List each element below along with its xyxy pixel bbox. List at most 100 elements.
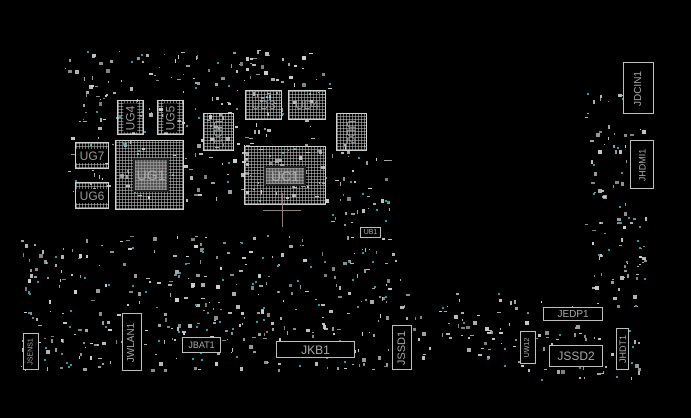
pad [208, 69, 211, 73]
via [348, 260, 351, 263]
pad [37, 324, 42, 326]
pad [601, 373, 605, 375]
pad [217, 351, 221, 356]
pad [509, 322, 511, 326]
via [235, 356, 238, 359]
chip-ud3[interactable]: UD3 [245, 90, 282, 120]
chip-ud1[interactable]: UD1 [203, 113, 234, 151]
chip-uc1[interactable]: UC1 [244, 146, 326, 205]
pad [388, 348, 390, 351]
chip-ug7[interactable]: UG7 [75, 142, 109, 169]
pad [524, 321, 529, 326]
chip-ud2[interactable]: UD2 [336, 113, 367, 151]
pad [70, 153, 75, 155]
pad [630, 377, 632, 381]
connector-jssd2[interactable]: JSSD2 [549, 345, 603, 367]
pad [381, 296, 385, 300]
connector-jsens1[interactable]: JSENS1 [23, 333, 39, 370]
pad [637, 265, 640, 267]
pad [237, 143, 240, 146]
chip-ug5[interactable]: UG5 [157, 100, 184, 135]
pad [55, 348, 58, 353]
pad [467, 348, 472, 353]
via [343, 361, 346, 364]
via [262, 257, 265, 260]
chip-ug4[interactable]: UG4 [117, 100, 144, 135]
label: UG5 [163, 103, 178, 132]
pad [630, 221, 634, 224]
pad [239, 242, 241, 244]
pad [98, 312, 102, 317]
pad [293, 82, 295, 87]
via [586, 92, 589, 95]
pad [245, 56, 249, 61]
pad [23, 311, 27, 313]
pad [634, 364, 639, 369]
pad [200, 138, 204, 142]
pad [80, 353, 83, 357]
pad [352, 364, 355, 366]
pad [94, 173, 96, 178]
pad [231, 291, 236, 296]
pad [252, 337, 257, 339]
pad [602, 196, 607, 199]
pad [642, 256, 647, 260]
pad [264, 70, 269, 75]
pad [358, 349, 360, 353]
pad [36, 317, 39, 321]
connector-jdcin1[interactable]: JDCIN1 [623, 62, 654, 114]
pad [130, 235, 135, 237]
connector-jwlan1[interactable]: JWLAN1 [122, 313, 142, 371]
pad [590, 182, 595, 185]
pad [178, 323, 182, 328]
pad [166, 326, 170, 329]
pad [576, 325, 581, 330]
pad [413, 327, 417, 331]
pad [428, 346, 431, 350]
pad [612, 297, 617, 301]
connector-jkb1[interactable]: JKB1 [276, 341, 355, 358]
chip-ug6[interactable]: UG6 [75, 182, 109, 209]
pad [253, 236, 257, 240]
pad [39, 254, 44, 259]
pad [301, 55, 306, 60]
pad [643, 245, 646, 247]
pad [110, 59, 114, 63]
pad [283, 300, 285, 303]
pad [256, 50, 259, 55]
chip-ug1[interactable]: UG1 [115, 140, 184, 210]
connector-jbat1[interactable]: JBAT1 [182, 337, 221, 353]
pad [335, 180, 340, 182]
via [74, 179, 77, 182]
via [240, 241, 243, 244]
pad [361, 248, 363, 250]
pad [612, 185, 614, 189]
pad [29, 259, 31, 263]
pad [194, 82, 197, 85]
pad [137, 292, 141, 297]
via [232, 328, 235, 331]
pad [621, 237, 623, 242]
connector-jedp1[interactable]: JEDP1 [543, 307, 603, 321]
connector-jssd1[interactable]: JSSD1 [392, 325, 412, 370]
pad [54, 264, 57, 268]
pad [287, 331, 289, 336]
pad [46, 277, 49, 280]
pad [373, 333, 376, 337]
pad [336, 284, 338, 288]
chip-ud4[interactable]: UD4 [288, 90, 326, 120]
chip-ub1[interactable]: UB1 [360, 227, 381, 238]
pad [461, 312, 465, 315]
chip-uw12[interactable]: UW12 [520, 331, 536, 364]
pad [249, 143, 254, 145]
pad [484, 326, 489, 331]
connector-jhdt1[interactable]: JHDT1 [616, 328, 629, 370]
pad [186, 64, 191, 67]
label: UG4 [123, 103, 138, 132]
pad [221, 76, 226, 80]
connector-jhdmi1[interactable]: JHDMI1 [630, 140, 654, 189]
pad [118, 51, 120, 53]
pad [477, 315, 481, 317]
pad [240, 312, 244, 316]
